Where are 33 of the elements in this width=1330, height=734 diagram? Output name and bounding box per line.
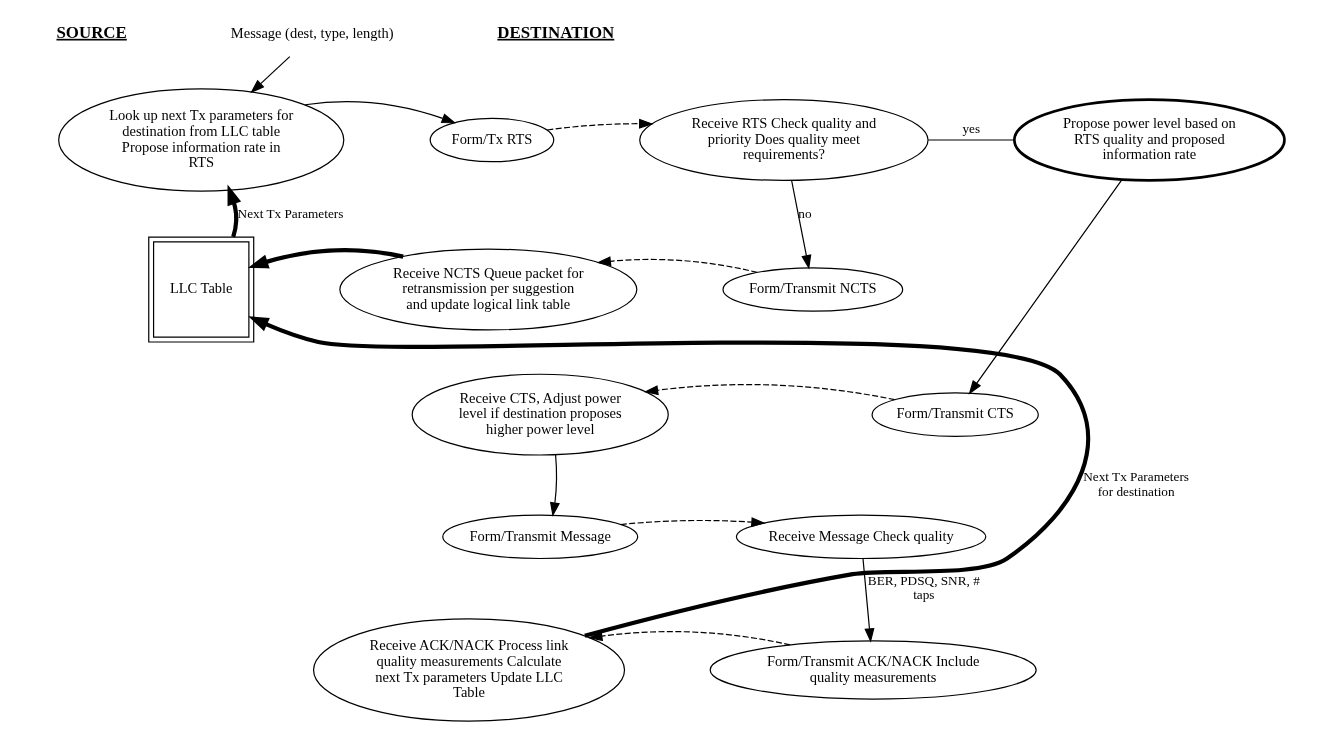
edge-label: Next Tx Parameters [237, 205, 343, 221]
arrow [790, 179, 811, 270]
arrow [247, 248, 404, 269]
arrow [643, 384, 895, 401]
node-ellipse: Form/Tx RTS [429, 117, 554, 163]
node-ellipse: Look up next Tx parameters for destination from LLC table Propose information rate in RTS [57, 88, 344, 192]
node-ellipse: Form/Transmit NCTS [721, 267, 903, 312]
arrow [227, 184, 241, 238]
arrow [861, 558, 874, 643]
node-ellipse: Receive CTS, Adjust power level if destination proposes higher power level [411, 373, 669, 456]
node-box: LLC Table [147, 236, 254, 343]
edge-label: no [797, 205, 812, 221]
node-ellipse: Propose power level based on RTS quality and proposed information rate [1012, 98, 1286, 182]
node-ellipse: Form/Transmit CTS [870, 392, 1039, 437]
node-ellipse: Receive NCTS Queue packet for retransmission per suggestion and update logical link table [338, 248, 637, 331]
node-ellipse: Receive ACK/NACK Process link quality measurements Calculate next Tx parameters Update LLC Table [312, 618, 625, 722]
label: DESTINATION [496, 22, 614, 42]
arrow [249, 56, 290, 94]
arrow [596, 256, 758, 273]
arrow [546, 118, 654, 131]
node-text: Message (dest, type, length) [230, 25, 394, 42]
arrow [549, 454, 560, 517]
arrow [304, 101, 456, 124]
edge-label: yes [962, 120, 980, 136]
arrow [247, 316, 1090, 638]
node-ellipse: Form/Transmit ACK/NACK Include quality measurements [709, 640, 1037, 700]
node-ellipse: Form/Transmit Message [441, 514, 638, 560]
connector [927, 139, 1015, 141]
edge-label: BER, PDSQ, SNR, # taps [867, 572, 980, 603]
arrow [619, 517, 766, 528]
label: SOURCE [55, 22, 127, 42]
arrow [968, 179, 1123, 395]
edge-label: Next Tx Parameters for destination [1082, 469, 1189, 499]
